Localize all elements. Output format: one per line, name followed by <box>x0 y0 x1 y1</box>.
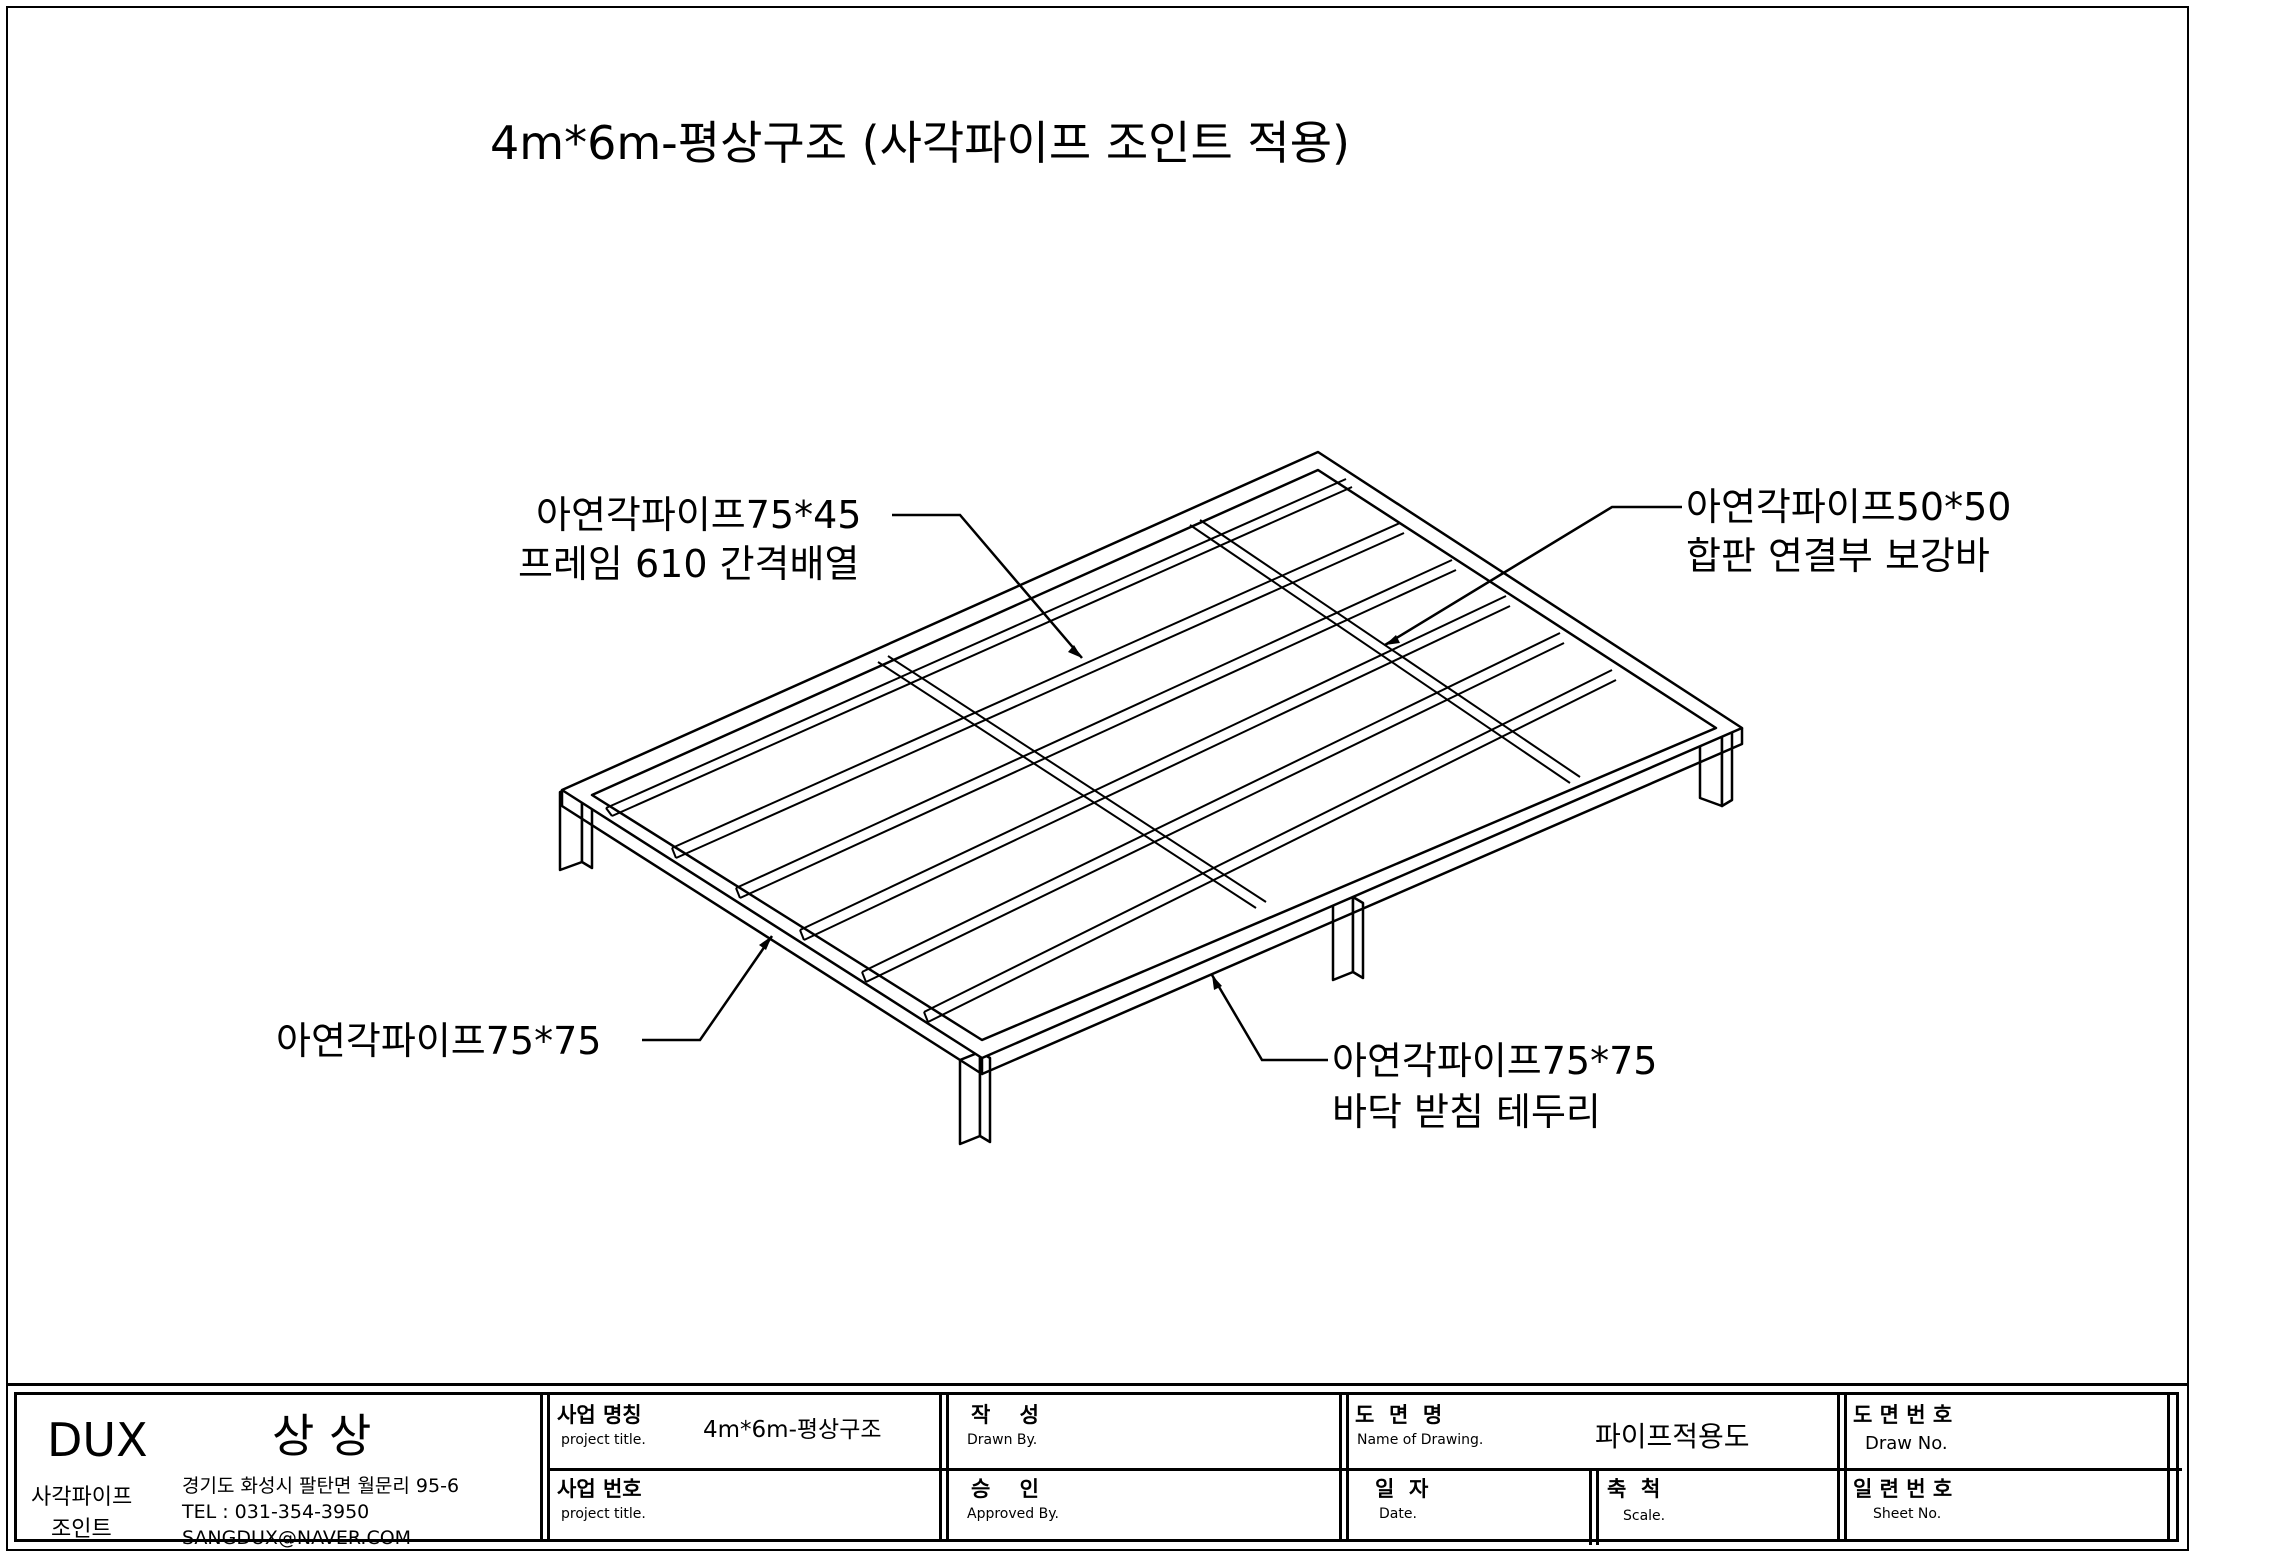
reinforcement-bars <box>877 519 1581 909</box>
approved-by-label: 승 인 <box>971 1477 1039 1501</box>
post-front-left <box>958 1050 992 1146</box>
company-product-line2: 조인트 <box>51 1517 112 1542</box>
drawing-name-label: 도 면 명 <box>1355 1403 1443 1427</box>
company-product-line1: 사각파이프 <box>31 1485 133 1510</box>
scale-label-en: Scale. <box>1623 1508 1666 1524</box>
drawn-by-label: 작 성 <box>971 1403 1039 1427</box>
company-tel: TEL : 031-354-3950 <box>182 1501 370 1523</box>
callout-brace-line2: 합판 연결부 보강바 <box>1686 534 1990 578</box>
callout-brace-line1: 아연각파이프50*50 <box>1686 485 2012 529</box>
sheet-no-label-en: Sheet No. <box>1873 1506 1942 1522</box>
callout-frame-line2: 프레임 610 간격배열 <box>518 542 860 586</box>
drawing-no-label: 도 면 번 호 <box>1853 1403 1953 1427</box>
company-name: 상 상 <box>272 1409 372 1463</box>
leader-post <box>642 935 774 1042</box>
project-name-label-en: project title. <box>561 1432 646 1448</box>
project-name-label: 사업 명칭 <box>557 1403 642 1427</box>
date-label: 일 자 <box>1375 1477 1429 1501</box>
frame-edge-left <box>560 790 984 1076</box>
drawing-name-value: 파이프적용도 <box>1595 1420 1750 1453</box>
drawing-name-label-en: Name of Drawing. <box>1357 1432 1484 1448</box>
drawn-by-label-en: Drawn By. <box>967 1432 1038 1448</box>
company-brand: DUX <box>47 1413 148 1467</box>
arrow-border-icon <box>1212 975 1222 990</box>
date-label-en: Date. <box>1379 1506 1417 1522</box>
leader-lines <box>642 505 1682 1062</box>
drawing-no-label-en: Draw No. <box>1865 1433 1948 1454</box>
leader-brace <box>1384 505 1682 647</box>
arrow-brace-icon <box>1385 635 1400 645</box>
isometric-structure-drawing <box>558 450 1744 1146</box>
sheet-border <box>6 6 2189 1551</box>
sheet-no-label: 일 련 번 호 <box>1853 1477 1953 1501</box>
leader-border <box>1210 974 1328 1062</box>
scale-label: 축 척 <box>1607 1477 1661 1501</box>
project-no-label-en: project title. <box>561 1506 646 1522</box>
arrow-post-icon <box>759 936 772 950</box>
company-email: SANGDUX@NAVER.COM <box>182 1527 412 1549</box>
arrow-frame-icon <box>1068 645 1082 658</box>
title-block: DUX 상 상 사각파이프 조인트 경기도 화성시 팔탄면 월문리 95-6 T… <box>8 1383 2189 1551</box>
frame-inner-edge <box>590 468 1718 1042</box>
leader-arrows <box>759 635 1400 990</box>
project-no-label: 사업 번호 <box>557 1477 642 1501</box>
project-name-value: 4m*6m-평상구조 <box>703 1417 882 1443</box>
post-front-middle <box>1331 895 1365 982</box>
frame-edge-front <box>981 728 1744 1076</box>
callout-post: 아연각파이프75*75 <box>276 1019 602 1063</box>
title-block-grid: DUX 상 상 사각파이프 조인트 경기도 화성시 팔탄면 월문리 95-6 T… <box>14 1392 2182 1548</box>
callout-border-line2: 바닥 받침 테두리 <box>1332 1090 1601 1134</box>
leader-frame <box>892 513 1083 659</box>
callout-border-line1: 아연각파이프75*75 <box>1332 1039 1658 1083</box>
drawing-title: 4m*6m-평상구조 (사각파이프 조인트 적용) <box>490 116 1350 170</box>
approved-by-label-en: Approved By. <box>967 1506 1059 1522</box>
callout-frame-line1: 아연각파이프75*45 <box>536 493 862 537</box>
company-address: 경기도 화성시 팔탄면 월문리 95-6 <box>182 1475 460 1497</box>
